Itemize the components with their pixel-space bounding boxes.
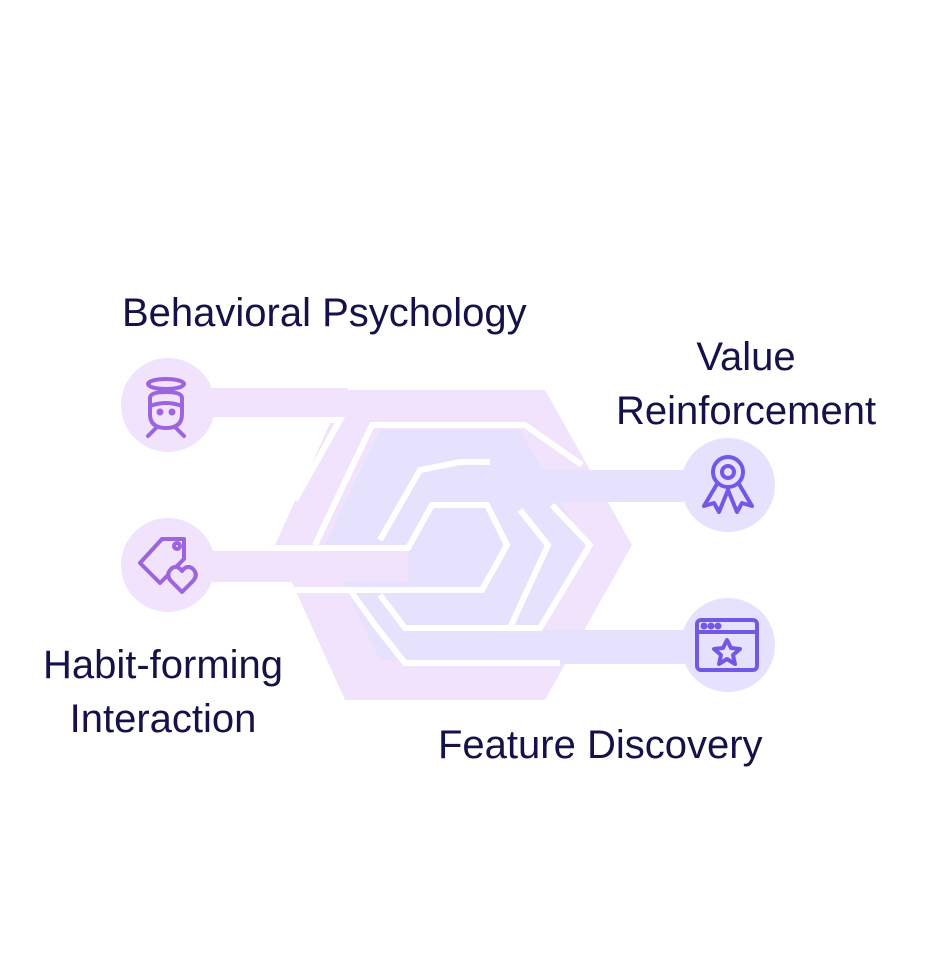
tag-heart-icon xyxy=(138,537,198,594)
label-habit-forming-line1: Habit-forming xyxy=(42,643,284,687)
label-habit-forming-line2: Interaction xyxy=(69,697,257,741)
label-value-line1: Value xyxy=(696,335,796,379)
node-circle-habit-forming xyxy=(121,518,215,612)
label-habit-forming-interaction: Habit-forming Interaction xyxy=(22,638,304,746)
browser-star-icon xyxy=(695,618,759,672)
separator-lines xyxy=(170,417,594,666)
label-feature-discovery: Feature Discovery xyxy=(438,723,763,767)
label-behavioral-psychology: Behavioral Psychology xyxy=(122,291,527,335)
angel-person-icon xyxy=(146,377,186,438)
label-value-line2: Reinforcement xyxy=(615,389,877,433)
award-ribbon-icon xyxy=(702,455,754,514)
label-value-reinforcement: Value Reinforcement xyxy=(596,330,896,438)
